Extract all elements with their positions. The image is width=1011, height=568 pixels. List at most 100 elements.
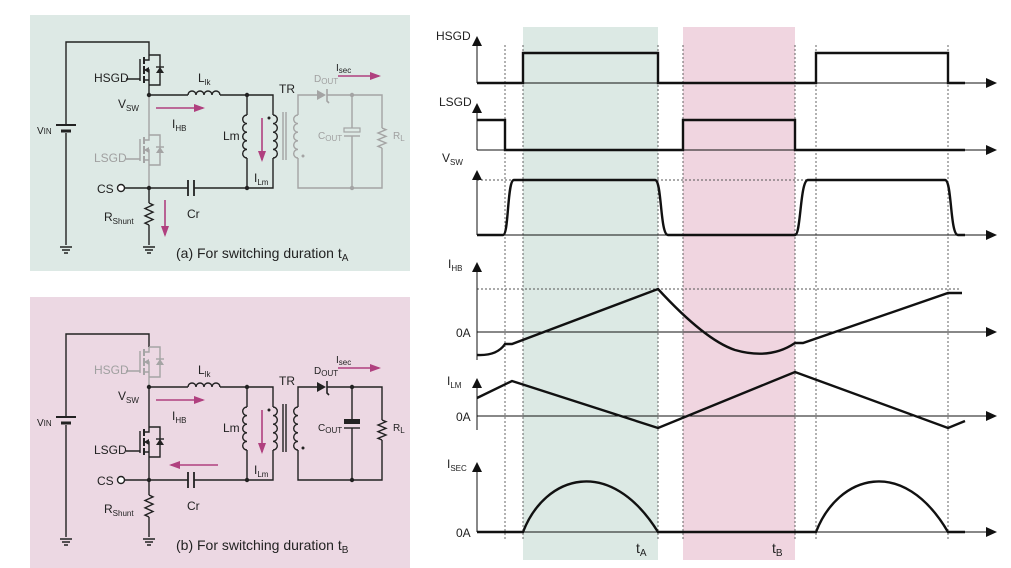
zero-label-ihb: 0A [456, 326, 471, 340]
label-ihb: IHB [172, 117, 186, 133]
ground-icon [143, 538, 155, 546]
y-axis-arrow-icon [472, 378, 482, 388]
duration-band-ta [523, 27, 658, 560]
high-side-mosfet [126, 54, 164, 86]
low-side-mosfet [126, 134, 164, 166]
return-current-arrow-head [169, 461, 180, 469]
secondary-winding [293, 406, 299, 451]
duration-band-tb [683, 27, 795, 560]
circuit-switching-ta: VIN HSGD LSGD VSW IHB Llk Lm ILm TR DOUT… [37, 41, 405, 264]
dout-diode-icon [317, 382, 326, 392]
cout-capacitor [343, 127, 361, 133]
y-axis-arrow-icon [472, 262, 482, 272]
label-rl: RL [393, 423, 405, 435]
label-lsgd: LSGD [94, 443, 127, 457]
lm-inductor [242, 406, 248, 451]
tank-wires [149, 94, 274, 189]
cs-terminal [116, 183, 126, 193]
body-diode-icon [156, 147, 164, 153]
mosfet-gate [126, 139, 141, 161]
x-axis-arrow-icon [986, 78, 997, 88]
ground-icon [143, 246, 155, 254]
vin-wire [65, 41, 150, 245]
cr-capacitor [187, 472, 195, 488]
llk-inductor [187, 382, 221, 388]
label-ihb: IHB [172, 409, 186, 425]
lm-inductor [242, 114, 248, 159]
label-dout: DOUT [314, 74, 338, 86]
junction-dot [349, 185, 355, 191]
mosfet-arrow [144, 439, 149, 445]
axis-label-isec: ISEC [447, 457, 467, 473]
body-diode-icon [156, 439, 164, 445]
label-rshunt: RShunt [104, 502, 134, 518]
label-vsw: VSW [118, 389, 139, 405]
label-ilm: ILm [254, 171, 269, 187]
polarity-dot [301, 446, 305, 450]
cout-capacitor [344, 419, 360, 424]
ilm-arrow-head [258, 443, 266, 454]
ilm-waveform [476, 370, 966, 430]
mosfet-arrow [144, 147, 149, 153]
caption-a: (a) For switching duration tA [176, 245, 349, 264]
mosfet-arrow [144, 67, 149, 73]
label-rl: RL [393, 131, 405, 143]
label-cs: CS [97, 474, 114, 488]
junction-dot [244, 384, 250, 390]
polarity-dot [267, 408, 271, 412]
label-tr: TR [279, 374, 295, 388]
polarity-dot [301, 154, 305, 158]
label-lm: Lm [223, 421, 240, 435]
axis-label-ihb: IHB [448, 257, 462, 273]
dout-bar [326, 89, 330, 104]
duration-label-tb: tB [772, 540, 783, 559]
vsw-waveform [477, 178, 965, 237]
dout-bar [326, 381, 330, 396]
body-diode-icon [156, 359, 164, 365]
label-vsw: VSW [118, 97, 139, 113]
y-axis-arrow-icon [472, 36, 482, 46]
x-axis-arrow-icon [986, 527, 997, 537]
zero-label-ilm: 0A [456, 410, 471, 424]
x-axis-arrow-icon [986, 411, 997, 421]
ihb-arrow-head [194, 396, 205, 404]
axis-label-ilm: ILM [447, 374, 462, 390]
secondary-winding [293, 114, 299, 159]
ground-icon [60, 538, 72, 546]
secondary-wires [297, 386, 383, 481]
rshunt-resistor [143, 494, 155, 518]
label-cout: COUT [318, 131, 342, 143]
mosfet-gate [126, 351, 141, 373]
y-axis-arrow-icon [472, 103, 482, 113]
label-tr: TR [279, 82, 295, 96]
junction-dot [349, 477, 355, 483]
hsgd-waveform [477, 51, 965, 85]
label-llk: Llk [198, 71, 211, 87]
label-cs: CS [97, 182, 114, 196]
high-side-mosfet [126, 346, 164, 378]
circuit-switching-tb: VIN HSGD LSGD VSW IHB Llk Lm ILm TR DOUT… [37, 333, 405, 556]
x-axis-arrow-icon [986, 230, 997, 240]
rl-resistor [376, 127, 388, 149]
label-dout: DOUT [314, 366, 338, 378]
isec-arrow-head [370, 364, 381, 372]
mosfet-arrow [144, 359, 149, 365]
label-rshunt: RShunt [104, 210, 134, 226]
mosfet-gate [126, 431, 141, 453]
transformer-core [282, 404, 287, 452]
ihb-arrow-head [194, 104, 205, 112]
x-axis-arrow-icon [986, 145, 997, 155]
label-cout: COUT [318, 423, 342, 435]
mosfet-gate [126, 59, 141, 81]
junction-dot [349, 92, 355, 98]
label-llk: Llk [198, 363, 211, 379]
label-lm: Lm [223, 129, 240, 143]
axis-label-hsgd: HSGD [436, 29, 471, 43]
tank-wires [149, 386, 274, 481]
primary-winding [272, 406, 278, 451]
polarity-dot [267, 116, 271, 120]
rl-resistor [376, 419, 388, 441]
caption-b: (b) For switching duration tB [176, 537, 349, 556]
junction-dot [349, 384, 355, 390]
ground-icon [60, 246, 72, 254]
